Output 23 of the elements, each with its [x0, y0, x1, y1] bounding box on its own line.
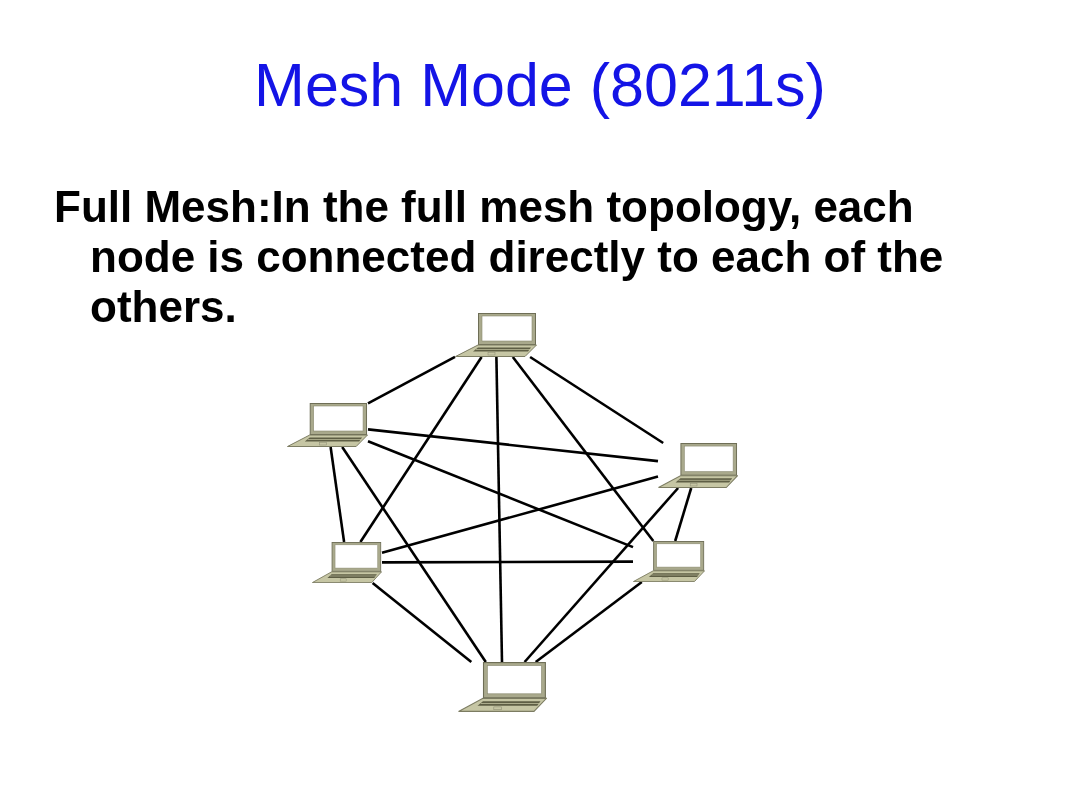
connection-line: [495, 356, 504, 663]
connection-line: [381, 475, 659, 555]
connection-line: [523, 487, 680, 663]
laptop-icon: [633, 541, 705, 582]
connection-line: [511, 356, 655, 542]
connection-line: [673, 487, 693, 542]
bullet-text: Full Mesh:In the full mesh topology, each node is connected directly to each of the others.: [54, 182, 945, 332]
connection-line: [382, 560, 633, 564]
connection-line: [367, 440, 634, 549]
laptop-icon: [455, 313, 537, 357]
slide-title: Mesh Mode (80211s): [253, 50, 827, 121]
connection-line: [534, 580, 643, 664]
laptop-icon: [287, 403, 368, 447]
laptop-icon: [458, 662, 547, 712]
connection-line: [341, 446, 487, 663]
laptop-icon: [658, 443, 738, 488]
connection-line: [367, 428, 659, 463]
laptop-icon: [312, 542, 382, 583]
connection-line: [359, 356, 483, 543]
connection-line: [529, 355, 664, 445]
connection-line: [371, 582, 473, 663]
connection-line: [367, 355, 456, 405]
connection-line: [329, 446, 346, 543]
